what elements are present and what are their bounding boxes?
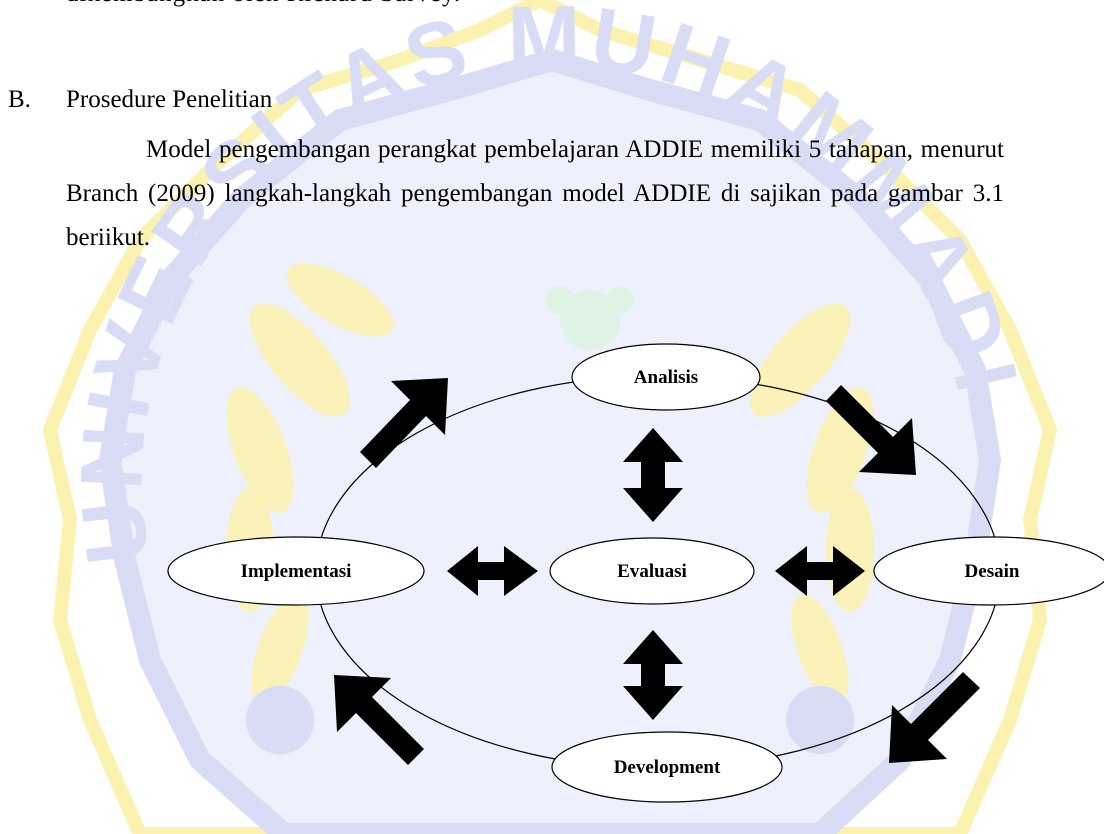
section-number: B. [8, 86, 31, 113]
node-desain-label: Desain [965, 561, 1020, 582]
arrow-implementasi-to-analisis [360, 378, 448, 468]
node-development-label: Development [614, 757, 721, 778]
node-analisis: Analisis [571, 343, 761, 411]
node-evaluasi: Evaluasi [549, 537, 755, 605]
arrow-analisis-to-desain [826, 385, 916, 475]
cut-off-previous-line: dikembangkan oleh Richard Sarvey. [66, 0, 461, 8]
double-arrow-evaluasi-development [623, 630, 683, 720]
node-analisis-label: Analisis [634, 367, 698, 388]
node-evaluasi-label: Evaluasi [617, 561, 687, 582]
section-heading: B. Prosedure Penelitian [8, 86, 272, 114]
node-desain: Desain [873, 536, 1104, 606]
body-paragraph: Model pengembangan perangkat pembelajara… [66, 136, 1004, 251]
double-arrow-analisis-evaluasi [623, 428, 683, 522]
section-title: Prosedure Penelitian [66, 86, 273, 113]
node-implementasi-label: Implementasi [241, 561, 352, 582]
node-development: Development [551, 731, 783, 803]
arrow-development-to-implementasi [334, 675, 424, 765]
double-arrow-implementasi-evaluasi [447, 546, 538, 596]
node-implementasi: Implementasi [167, 536, 425, 606]
arrow-desain-to-development [889, 672, 980, 763]
double-arrow-evaluasi-desain [775, 546, 865, 596]
